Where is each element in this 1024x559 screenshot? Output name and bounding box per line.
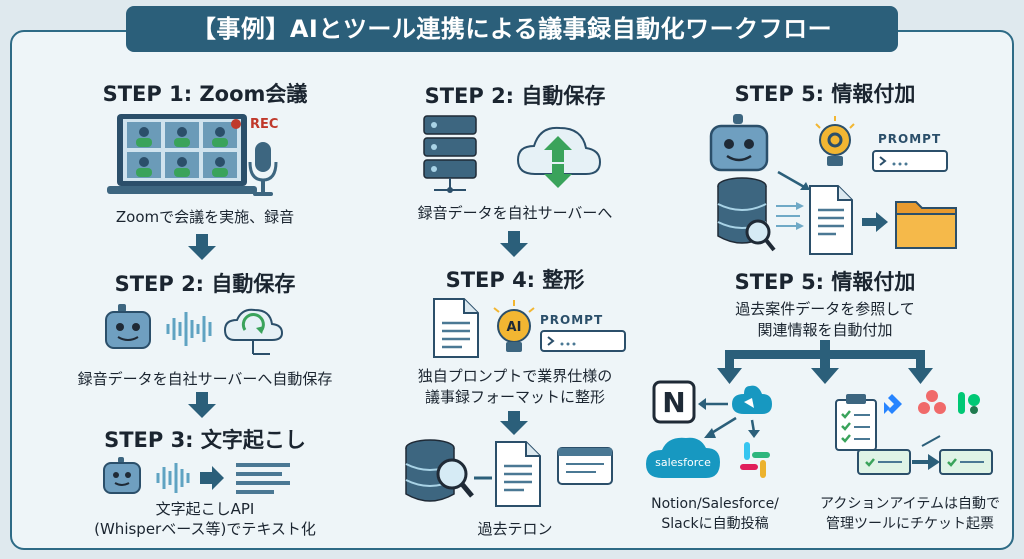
step3-title: STEP 3: 文字起こし (104, 428, 306, 452)
ai-label: AI (507, 320, 522, 335)
prompt-input-icon (540, 330, 626, 352)
asana-icon (918, 390, 946, 414)
gear-bulb-icon (815, 116, 855, 166)
clipboard-icon (835, 399, 877, 451)
step4-title: STEP 4: 整形 (445, 268, 585, 292)
prompt-label-step5: PROMPT (878, 132, 942, 146)
step1-caption: Zoomで会議を実施、録音 (115, 208, 295, 226)
integration-logos-icon: N salesforce (646, 380, 772, 478)
col2-step2-title: STEP 2: 自動保存 (424, 84, 606, 108)
step5b-caption-line1: 過去案件データを参照して (735, 300, 915, 318)
microphone-icon (248, 142, 278, 196)
step3-caption-line1: 文字起こしAPI (155, 500, 255, 518)
down-arrow-icon (500, 231, 528, 257)
database-search-document-icon (405, 439, 613, 507)
server-cloud-icon (423, 115, 602, 193)
jira-icon (884, 394, 902, 414)
col1-step2-caption: 録音データを自社サーバーへ自動保存 (77, 370, 333, 388)
document-icon (433, 298, 479, 358)
notion-letter: N (662, 386, 685, 419)
prompt-label-step4: PROMPT (540, 313, 604, 327)
salesforce-icon (646, 437, 720, 478)
record-dot-icon (231, 119, 241, 129)
col1-step2-title: STEP 2: 自動保存 (114, 272, 296, 296)
task-tickets-icon (835, 390, 993, 475)
robot-to-document-arrow-icon (777, 170, 810, 190)
left-caption-line2: Slackに自動投稿 (661, 516, 769, 532)
step5a-title: STEP 5: 情報付加 (734, 82, 916, 106)
database-document-folder-icon (717, 177, 957, 255)
slack-icon (740, 442, 770, 478)
rec-label: REC (250, 117, 279, 132)
branch-arrows-icon (717, 340, 933, 384)
page-title: 【事例】AIとツール連携による議事録自動化ワークフロー (126, 6, 898, 52)
step5b-title: STEP 5: 情報付加 (734, 270, 916, 294)
down-arrow-icon (500, 411, 528, 435)
prompt-input-icon (872, 150, 948, 172)
col2-bottom-caption: 過去テロン (477, 520, 553, 538)
robot-to-cloud-icon (105, 304, 284, 355)
robot-icon (709, 114, 769, 172)
robot-transcribe-icon (103, 457, 290, 494)
step1-title: STEP 1: Zoom会議 (102, 82, 308, 106)
step3-caption-line2: (Whisperベース等)でテキスト化 (94, 520, 316, 538)
right-caption-line2: 管理ツールにチケット起票 (826, 516, 994, 532)
right-caption-line1: アクションアイテムは自動で (820, 496, 1000, 512)
down-arrow-icon (188, 234, 216, 260)
salesforce-label: salesforce (655, 456, 711, 469)
laptop-video-call-icon (107, 114, 257, 194)
ai-bulb-icon: AI (493, 300, 535, 352)
left-caption-line1: Notion/Salesforce/ (651, 496, 779, 512)
col2-step2-caption: 録音データを自社サーバーへ (417, 204, 613, 222)
step5b-caption-line2: 関連情報を自動付加 (757, 321, 893, 339)
monday-icon (958, 392, 980, 414)
step4-caption-line2: 議事録フォーマットに整形 (424, 388, 605, 406)
step4-caption-line1: 独自プロンプトで業界仕様の (417, 367, 613, 385)
down-arrow-icon (188, 392, 216, 418)
notion-icon (652, 380, 696, 424)
